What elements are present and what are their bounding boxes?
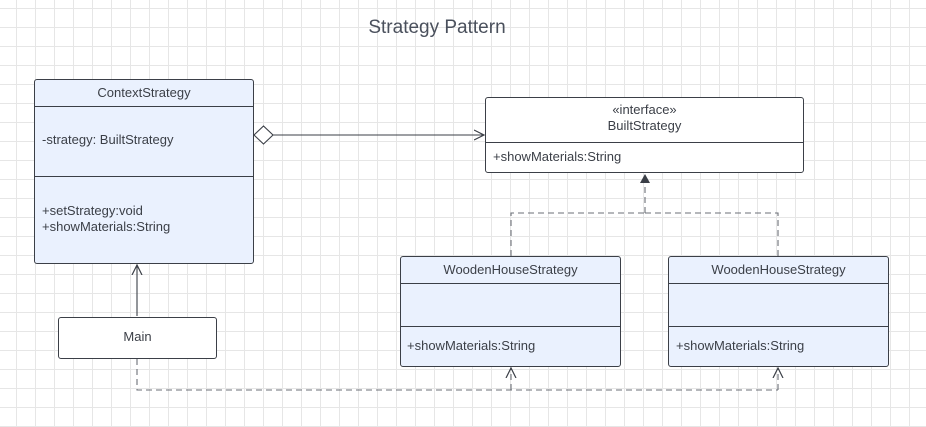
left-impl-name: WoodenHouseStrategy — [443, 262, 578, 277]
context-strategy-attribute: -strategy: BuiltStrategy — [42, 132, 174, 147]
aggregation-diamond — [253, 125, 274, 145]
interface-name: BuiltStrategy — [607, 118, 682, 133]
interface-stereotype: «interface» — [612, 102, 677, 117]
right-impl-method: +showMaterials:String — [676, 338, 805, 353]
main-class[interactable]: Main — [58, 317, 217, 359]
left-impl-method: +showMaterials:String — [407, 338, 536, 353]
built-strategy-interface[interactable]: «interface» BuiltStrategy +showMaterials… — [485, 97, 804, 173]
diagram-title: Strategy Pattern — [368, 17, 506, 38]
wooden-house-strategy-right-class[interactable]: WoodenHouseStrategy +showMaterials:Strin… — [668, 256, 889, 367]
wooden-house-strategy-left-class[interactable]: WoodenHouseStrategy +showMaterials:Strin… — [400, 256, 621, 367]
right-impl-name: WoodenHouseStrategy — [711, 262, 846, 277]
left-realization-line — [510, 212, 645, 256]
context-strategy-name: ContextStrategy — [97, 85, 191, 100]
interface-method: +showMaterials:String — [493, 149, 622, 164]
context-strategy-method: +setStrategy:void — [42, 203, 143, 218]
right-realization-line — [645, 212, 779, 256]
context-strategy-class[interactable]: ContextStrategy -strategy: BuiltStrategy… — [34, 79, 254, 264]
main-name: Main — [123, 329, 152, 344]
main-dependency-line — [136, 359, 778, 391]
context-strategy-method: +showMaterials:String — [42, 219, 171, 234]
